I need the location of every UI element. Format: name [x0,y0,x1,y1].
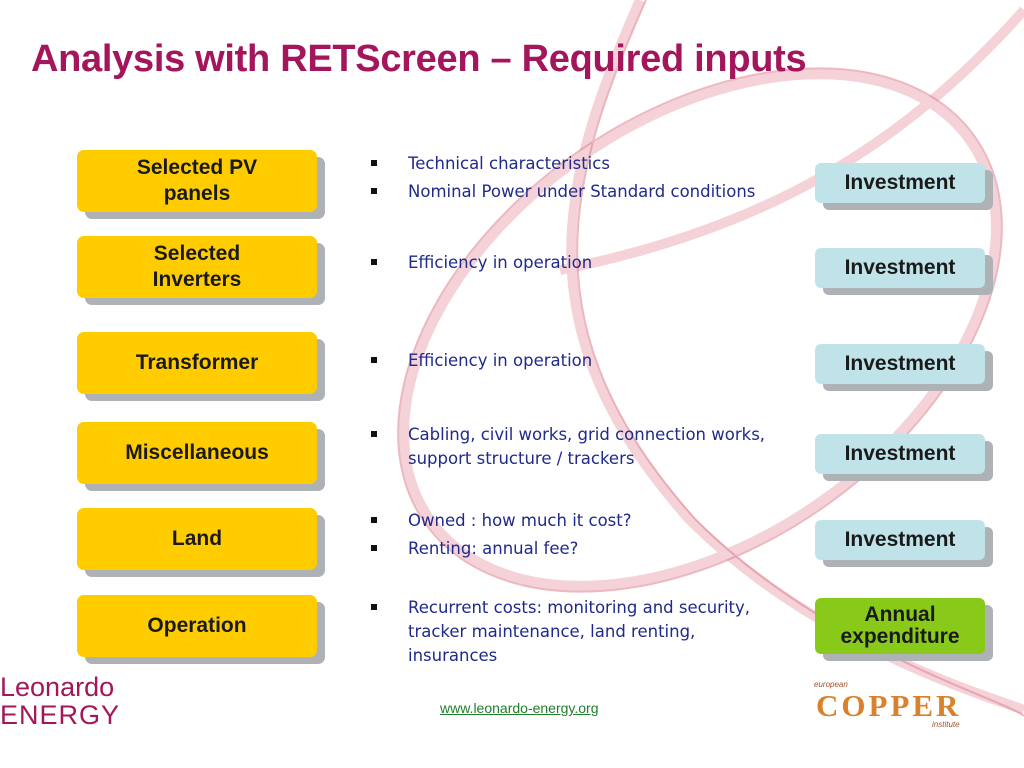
bullet-item: Recurrent costs: monitoring and security… [368,596,768,668]
input-box-label-line: Transformer [135,351,259,374]
bullet-list: Owned : how much it cost? Renting: annua… [368,509,768,565]
bullet-list: Recurrent costs: monitoring and security… [368,596,768,672]
logo-text: Leonardo [0,672,115,702]
bullet-item: Cabling, civil works, grid connection wo… [368,423,778,471]
page-title: Analysis with RETScreen – Required input… [31,38,807,80]
input-box-operation: Operation [77,595,317,657]
cost-category-badge: Investment [815,520,985,560]
input-box-pv-panels: Selected PV panels [77,150,317,212]
bullet-item: Efficiency in operation [368,349,768,373]
website-link[interactable]: www.leonardo-energy.org [440,700,599,716]
cost-category-label: Investment [844,442,956,465]
bullet-item: Owned : how much it cost? [368,509,768,533]
leonardo-energy-logo: Leonardo ENERGY [0,673,120,729]
cost-category-badge: Investment [815,248,985,288]
cost-category-label: Investment [844,352,956,375]
cost-category-badge: Investment [815,434,985,474]
bullet-item: Technical characteristics [368,152,768,176]
bullet-list: Efficiency in operation [368,349,768,377]
logo-text: institute [932,720,960,729]
cost-category-label: Investment [844,256,956,279]
input-box-inverters: Selected Inverters [77,236,317,298]
bullet-item: Efficiency in operation [368,251,768,275]
bullet-list: Efficiency in operation [368,251,768,279]
cost-category-badge: Investment [815,163,985,203]
logo-text: european [814,680,848,689]
input-box-land: Land [77,508,317,570]
input-box-transformer: Transformer [77,332,317,394]
bullet-item: Renting: annual fee? [368,537,768,561]
cost-category-label: Annual [864,603,936,626]
cost-category-badge: Annual expenditure [815,598,985,654]
input-box-label-line: panels [163,182,231,205]
logo-text: COPPER [816,688,962,723]
cost-category-badge: Investment [815,344,985,384]
logo-text: ENERGY [0,700,121,730]
input-box-label-line: Operation [147,614,247,637]
input-box-label-line: Selected PV [136,156,258,179]
input-box-label-line: Miscellaneous [125,441,269,464]
copper-institute-logo: european COPPER institute [812,680,972,730]
input-box-label-line: Inverters [152,268,242,291]
input-box-miscellaneous: Miscellaneous [77,422,317,484]
input-box-label-line: Selected [153,242,241,265]
bullet-item: Nominal Power under Standard conditions [368,180,768,204]
cost-category-label: Investment [844,171,956,194]
cost-category-label: expenditure [840,625,960,648]
bullet-list: Technical characteristics Nominal Power … [368,152,768,208]
input-box-label-line: Land [171,527,223,550]
cost-category-label: Investment [844,528,956,551]
bullet-list: Cabling, civil works, grid connection wo… [368,423,778,475]
